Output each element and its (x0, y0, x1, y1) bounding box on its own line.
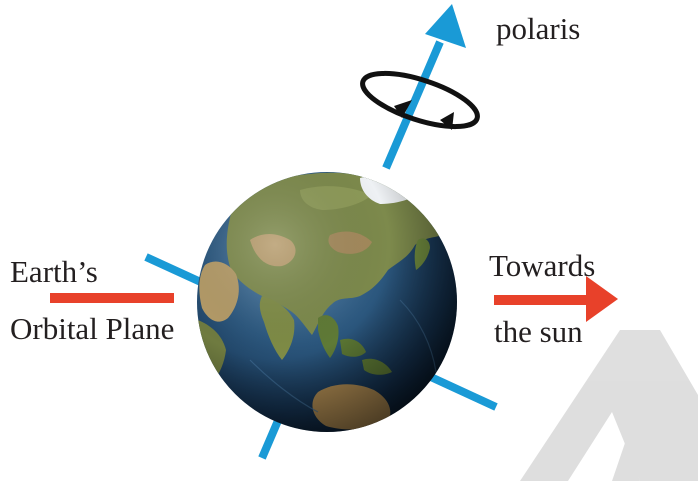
watermark-shape (520, 330, 698, 481)
orbital-plane-label-line1: Earth’s (10, 254, 98, 289)
equator-line-right (418, 368, 498, 411)
sun-arrow-icon (494, 276, 618, 322)
rotation-ring-icon (360, 70, 480, 130)
towards-sun-label-line1: Towards (489, 248, 596, 283)
polaris-label: polaris (496, 11, 581, 46)
towards-sun-label-line2: the sun (494, 314, 583, 349)
earth-axis-upper (382, 40, 444, 170)
axis-arrow-icon (425, 4, 466, 48)
earth-globe-icon (197, 172, 457, 432)
orbital-plane-label-line2: Orbital Plane (10, 311, 175, 346)
orbital-plane-bar (50, 293, 174, 303)
